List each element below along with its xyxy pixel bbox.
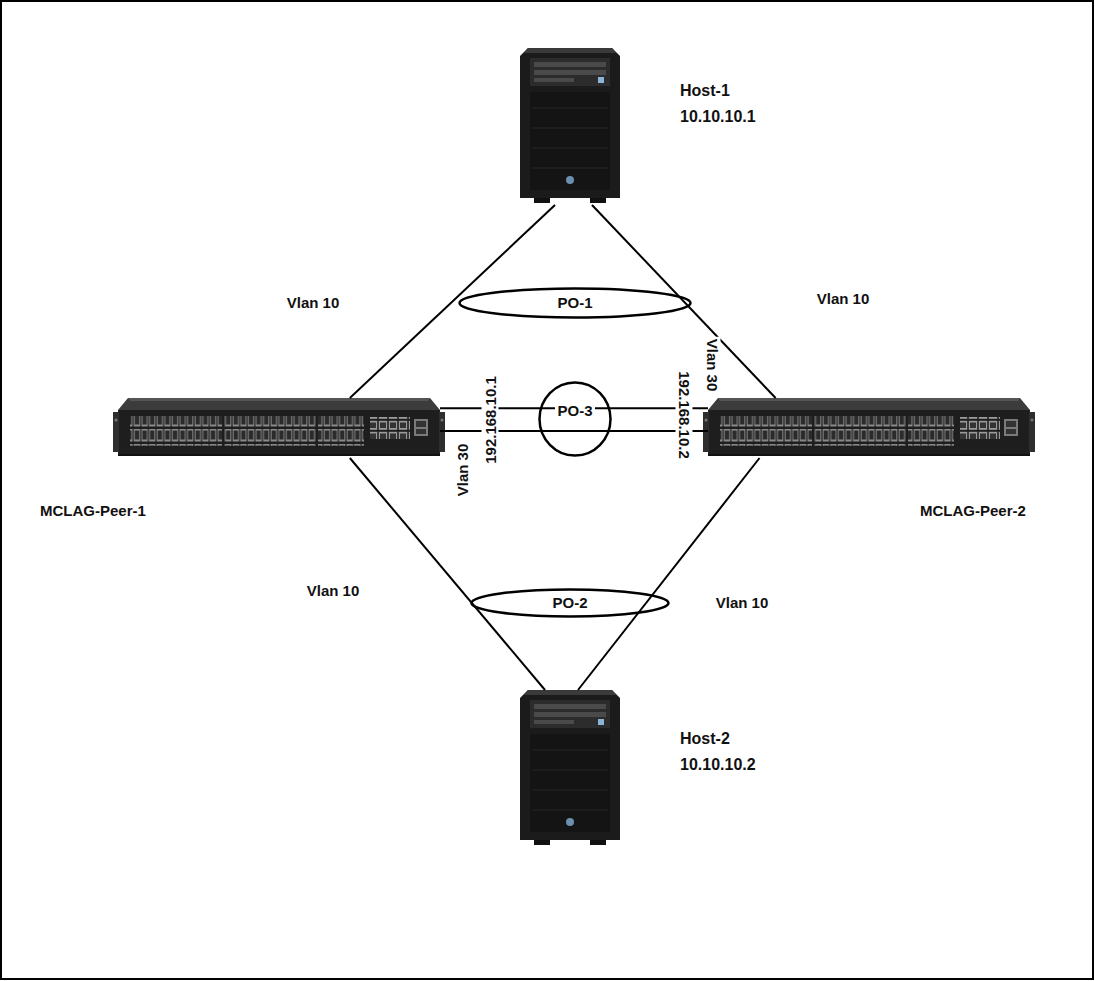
port-channel-name: PO-2: [550, 594, 589, 612]
vlan-label: Vlan 10: [305, 582, 362, 599]
link-line: [350, 205, 555, 398]
server-node: Host-210.10.10.2: [520, 690, 620, 845]
switch-label: MCLAG-Peer-1: [40, 501, 146, 521]
vlan-label: Vlan 30: [704, 337, 721, 394]
server-icon: [520, 48, 620, 203]
vlan-label: Vlan 10: [815, 290, 872, 307]
host-label: Host-1: [680, 78, 756, 104]
vlan-label: 192.168.10.2: [676, 369, 693, 461]
vlan-label: 192.168.10.1: [482, 374, 499, 466]
host-label: Host-2: [680, 726, 756, 752]
link-line: [350, 458, 545, 690]
switch-icon: [703, 398, 1035, 456]
link-line: [440, 430, 708, 432]
vlan-label: Vlan 10: [714, 594, 771, 611]
switch-node: MCLAG-Peer-1: [118, 398, 440, 458]
port-channel-ellipse: PO-3: [538, 381, 612, 457]
host-label: 10.10.10.1: [680, 104, 756, 130]
switch-node: MCLAG-Peer-2: [708, 398, 1030, 458]
port-channel-ellipse: PO-2: [470, 588, 670, 618]
switch-label: MCLAG-Peer-2: [920, 501, 1026, 521]
link-line: [578, 458, 760, 690]
host-label: 10.10.10.2: [680, 752, 756, 778]
port-channel-name: PO-3: [555, 402, 594, 420]
server-icon: [520, 690, 620, 845]
vlan-label: Vlan 10: [285, 294, 342, 311]
port-channel-ellipse: PO-1: [458, 287, 692, 319]
server-node: Host-110.10.10.1: [520, 48, 620, 205]
port-channel-name: PO-1: [555, 294, 594, 312]
vlan-label: Vlan 30: [454, 442, 471, 499]
switch-icon: [113, 398, 445, 456]
